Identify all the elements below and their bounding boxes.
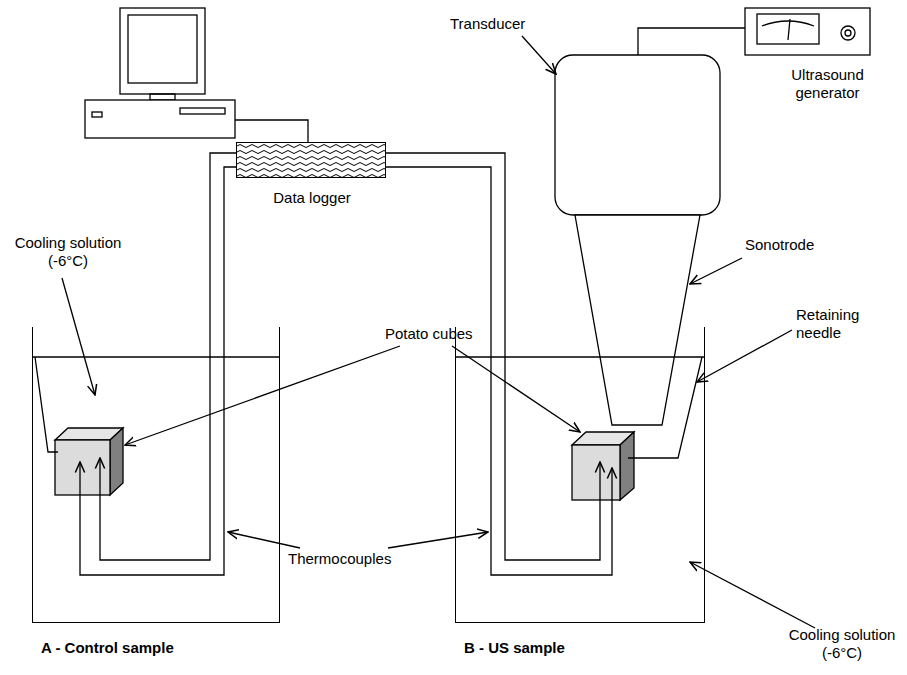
sample-caption: A - Control sample [41,639,174,657]
cube-front [572,445,620,500]
retaining-needle [35,357,58,452]
leader-arrow [690,562,815,628]
water-level [455,356,705,357]
callout-label: Potato cubes [385,325,500,343]
thermocouple-wire [210,153,236,327]
device-label: Data logger [273,189,351,207]
case-button [92,112,102,117]
retaining-needle [628,357,702,458]
leader-arrow [62,278,95,395]
meter-scale [762,21,814,26]
thermocouple-wire [100,327,210,560]
cube-front [55,440,110,495]
thermocouple-wire [386,153,505,327]
control-beaker: A - Control sample [32,327,280,623]
callout-label: Sonotrode [745,236,845,254]
callout-label: Transducer [450,15,560,33]
thermocouple-wire [80,167,236,575]
logger-pattern [237,143,385,177]
sample-caption: B - US sample [464,639,565,657]
data-logger: Data logger [236,142,386,178]
thermocouple-wire [505,327,600,560]
knob [841,26,855,40]
callout-label: Retaining needle [796,306,886,342]
leader-arrow [228,532,300,548]
computer-cable [235,120,308,142]
water-level [32,356,280,357]
meter-face [757,14,819,44]
monitor-stand [150,94,175,100]
leader-arrow [388,532,488,548]
leader-arrow [690,258,742,284]
callout-label: Thermocouples [288,550,408,568]
callout-label: Cooling solution (-6°C) [8,234,128,270]
generator-cable [638,28,745,55]
drive-slot [180,108,225,114]
leader-arrow [452,346,580,432]
monitor [120,8,205,94]
leader-arrow [125,346,400,445]
transducer-body [555,55,720,215]
leader-arrow [522,36,556,74]
computer-case [85,100,235,138]
screen [128,15,197,83]
cube-side [110,428,123,495]
knob-center [845,30,851,36]
leader-arrow [697,330,792,382]
sonotrode-horn [575,215,700,425]
callout-label: Ultrasound generator [780,66,875,102]
us-beaker: B - US sample [455,327,705,623]
thermocouple-wire [386,167,612,575]
generator-box [745,8,870,55]
cube-side [620,432,634,500]
callout-label: Cooling solution (-6°C) [782,626,902,662]
meter-needle [788,19,790,40]
